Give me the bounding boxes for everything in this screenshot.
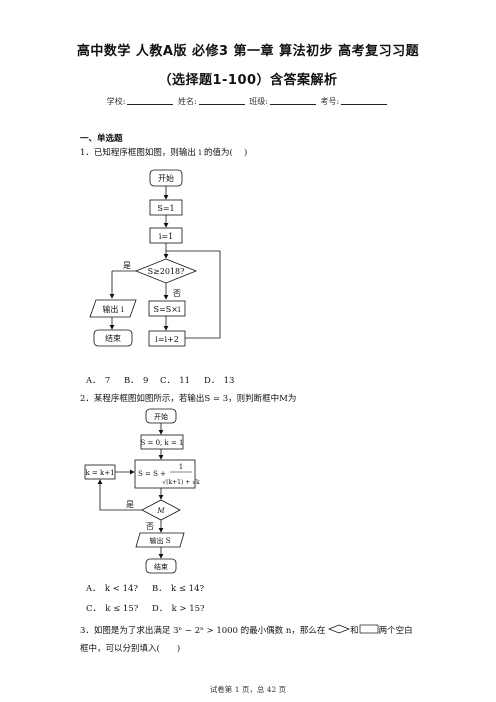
question-2-option-c: C． k ≤ 15?	[86, 604, 139, 614]
document-title-line2: （选择题1-100）含答案解析	[158, 73, 338, 88]
i-init-label: i=1	[159, 232, 173, 241]
question-2-option-d: D． k > 15?	[152, 604, 205, 614]
end-terminal-2	[145, 558, 177, 574]
s-update-box-2	[134, 459, 196, 489]
question-3-stem-line2: 框中，可以分别填入( )	[80, 644, 181, 654]
flowchart-1: 开始 S=1 i=1 S≥2018? 是 否 输出 i 结束 S=S×i i=i…	[89, 169, 221, 347]
question-1-option-b: B． 9	[124, 376, 149, 386]
school-blank	[127, 104, 174, 105]
school-label: 学校:	[106, 97, 126, 106]
init-box-2	[140, 434, 184, 450]
k-update-label: k = k+1	[85, 469, 114, 477]
class-blank	[269, 104, 316, 105]
name-blank	[198, 104, 245, 105]
no-label: 否	[173, 289, 181, 298]
exam-number-blank	[341, 104, 388, 105]
fraction-denominator: √(k+1) + √k	[162, 479, 200, 486]
question-1-option-c: C． 11	[160, 376, 191, 386]
s-update-box	[148, 300, 186, 317]
document-title-line1: 高中数学 人教A版 必修3 第一章 算法初步 高考复习习题	[76, 44, 420, 59]
s-update-prefix: S = S +	[138, 470, 166, 478]
question-1-option-a: A． 7	[86, 376, 111, 386]
s-init-label: S=1	[157, 204, 174, 213]
s-update-label: S=S×i	[154, 305, 181, 314]
condition-label-2: M	[156, 507, 165, 515]
question-2-option-a: A． k < 14?	[86, 584, 138, 594]
exam-number-label: 考号:	[320, 97, 340, 106]
section-heading: 一、单选题	[80, 134, 123, 144]
class-label: 班级:	[249, 97, 268, 106]
question-1-stem: 1．已知程序框图如图，则输出 i 的值为( )	[80, 148, 248, 158]
start-label: 开始	[158, 173, 174, 183]
loop-back-line	[166, 250, 221, 339]
yes-label-2: 是	[126, 500, 134, 509]
page-footer: 试卷第 1 页，总 42 页	[209, 685, 287, 694]
output-label: 输出 i	[102, 304, 124, 314]
name-label: 姓名:	[178, 97, 197, 106]
i-update-label: i=i+2	[155, 335, 179, 344]
yes-label: 是	[123, 261, 131, 270]
question-2-stem: 2．某程序框图如图所示，若输出S = 3，则判断框中M为	[80, 394, 297, 404]
i-update-box	[148, 330, 186, 347]
no-label-2: 否	[146, 522, 154, 531]
question-2-option-b: B． k ≤ 14?	[152, 584, 205, 594]
output-parallelogram	[89, 299, 137, 318]
question-3-stem-b: 两个空白	[378, 626, 413, 636]
end-terminal	[93, 329, 133, 347]
init-label-2: S = 0, k = 1	[140, 439, 183, 447]
condition-label: S≥2018?	[148, 267, 185, 276]
question-3-stem-line1: 3．如图是为了求出满足 3ⁿ − 2ⁿ > 1000 的最小偶数 n，那么在 和…	[80, 624, 413, 636]
output-parallelogram-2	[135, 532, 185, 548]
fraction-numerator: 1	[179, 463, 183, 471]
question-3-stem-a: 3．如图是为了求出满足 3ⁿ − 2ⁿ > 1000 的最小偶数 n，那么在	[80, 626, 326, 636]
question-1-option-d: D． 13	[204, 376, 235, 386]
flowchart-2: 开始 S = 0, k = 1 k = k+1 S = S + 1 √(k+1)…	[84, 408, 200, 574]
rectangle-box-icon	[359, 624, 378, 634]
question-3-and: 和	[350, 626, 359, 636]
diamond-box-icon	[328, 624, 351, 634]
start-label-2: 开始	[154, 412, 168, 421]
output-label-2: 输出 S	[149, 536, 170, 545]
end-label-2: 结束	[154, 562, 168, 571]
end-label: 结束	[105, 333, 121, 343]
student-info-line: 学校: 姓名: 班级: 考号:	[0, 96, 496, 107]
